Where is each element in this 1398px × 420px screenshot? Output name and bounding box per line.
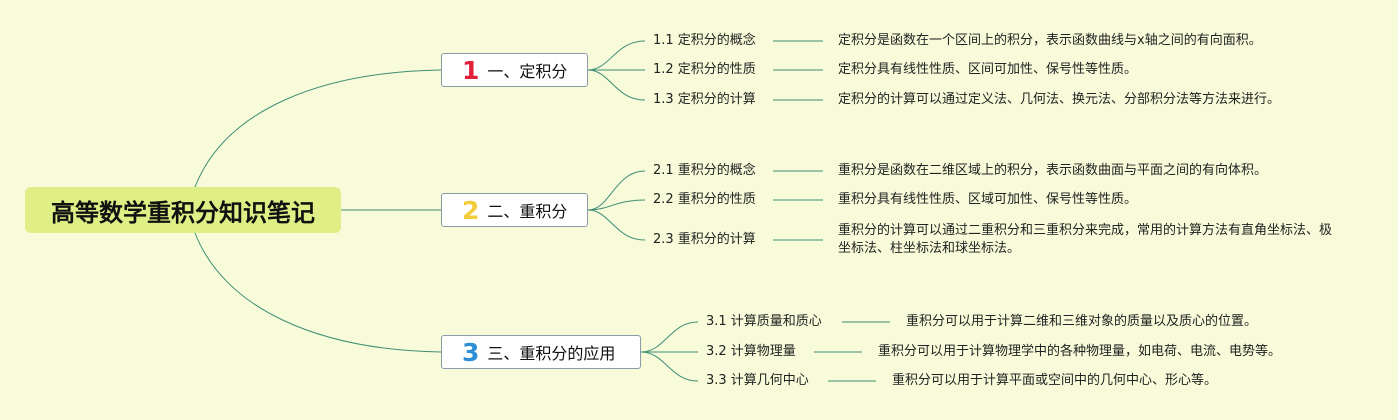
- subtopic-2-2[interactable]: 2.2 重积分的性质: [653, 192, 756, 207]
- desc-2-1: 重积分是函数在二维区域上的积分，表示函数曲面与平面之间的有向体积。: [838, 163, 1268, 178]
- subtopic-1-1[interactable]: 1.1 定积分的概念: [653, 33, 756, 48]
- desc-1-3: 定积分的计算可以通过定义法、几何法、换元法、分部积分法等方法来进行。: [838, 92, 1281, 107]
- desc-3-3: 重积分可以用于计算平面或空间中的几何中心、形心等。: [892, 373, 1218, 388]
- subtopic-2-1[interactable]: 2.1 重积分的概念: [653, 163, 756, 178]
- subtopic-3-2[interactable]: 3.2 计算物理量: [706, 344, 796, 359]
- subtopic-3-3[interactable]: 3.3 计算几何中心: [706, 373, 809, 388]
- branch-applications[interactable]: 3 三、重积分的应用: [441, 335, 641, 369]
- branch-label: 一、定积分: [487, 62, 568, 81]
- desc-3-2: 重积分可以用于计算物理学中的各种物理量，如电荷、电流、电势等。: [878, 344, 1282, 359]
- number-1-icon: 1: [462, 55, 480, 85]
- subtopic-2-3[interactable]: 2.3 重积分的计算: [653, 232, 756, 247]
- subtopic-1-3[interactable]: 1.3 定积分的计算: [653, 92, 756, 107]
- root-title: 高等数学重积分知识笔记: [51, 198, 315, 227]
- number-2-icon: 2: [462, 195, 480, 225]
- desc-3-1: 重积分可以用于计算二维和三维对象的质量以及质心的位置。: [906, 314, 1258, 329]
- subtopic-1-2[interactable]: 1.2 定积分的性质: [653, 62, 756, 77]
- root-topic[interactable]: 高等数学重积分知识笔记: [25, 187, 341, 233]
- desc-1-1: 定积分是函数在一个区间上的积分，表示函数曲线与x轴之间的有向面积。: [838, 33, 1262, 48]
- desc-2-2: 重积分具有线性性质、区域可加性、保号性等性质。: [838, 192, 1138, 207]
- branch-label: 二、重积分: [487, 202, 568, 221]
- branch-definite-integral[interactable]: 1 一、定积分: [441, 53, 588, 87]
- subtopic-3-1[interactable]: 3.1 计算质量和质心: [706, 314, 822, 329]
- desc-1-2: 定积分具有线性性质、区间可加性、保号性等性质。: [838, 62, 1138, 77]
- desc-2-3: 重积分的计算可以通过二重积分和三重积分来完成，常用的计算方法有直角坐标法、极坐标…: [838, 223, 1333, 256]
- branch-multiple-integral[interactable]: 2 二、重积分: [441, 193, 588, 227]
- number-3-icon: 3: [462, 337, 480, 367]
- branch-label: 三、重积分的应用: [487, 344, 616, 363]
